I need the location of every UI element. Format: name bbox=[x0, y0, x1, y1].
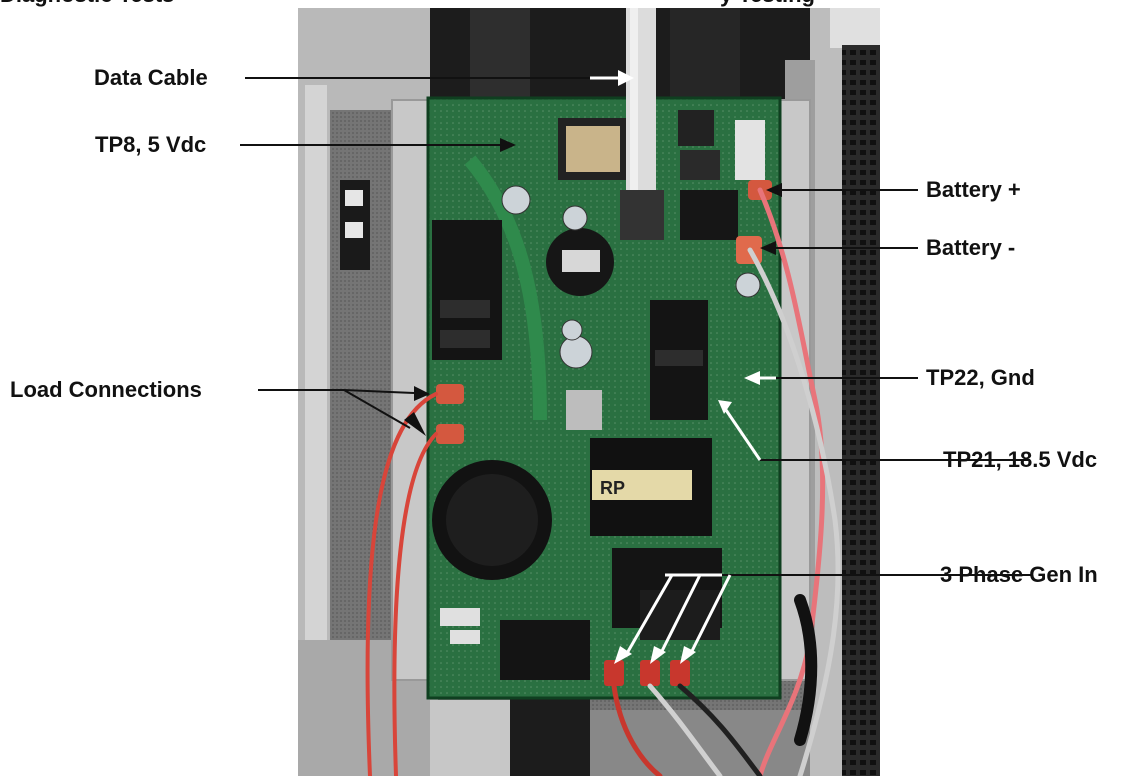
label-tp8: TP8, 5 Vdc bbox=[95, 132, 207, 157]
label-tp22: TP22, Gnd bbox=[926, 365, 1035, 390]
wires bbox=[365, 187, 841, 776]
label-three-phase-gen-in: 3 Phase Gen In bbox=[940, 562, 1098, 587]
circuit-board: RP bbox=[426, 96, 782, 700]
data-cable bbox=[620, 8, 664, 240]
svg-text:RP: RP bbox=[600, 478, 625, 498]
clipped-caption: Diagnostic Tests y Testing bbox=[0, 0, 1143, 10]
label-load-connections: Load Connections bbox=[10, 377, 202, 402]
label-data-cable: Data Cable bbox=[94, 65, 208, 90]
label-tp21: TP21, 18.5 Vdc bbox=[943, 447, 1098, 472]
callout-pointers bbox=[240, 70, 1033, 664]
label-battery-positive: Battery + bbox=[926, 177, 1021, 202]
label-battery-negative: Battery - bbox=[926, 235, 1016, 260]
